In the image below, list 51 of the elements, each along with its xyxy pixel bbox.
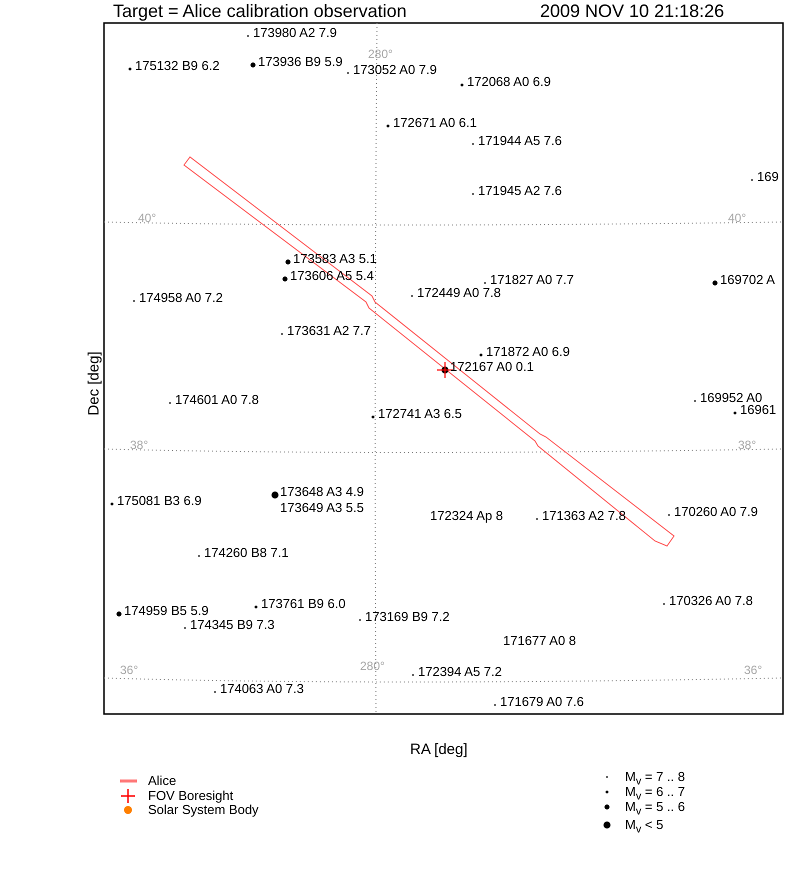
star-label: 171679 A0 7.6 [500, 694, 584, 709]
grid-label: 280° [360, 659, 385, 674]
legend-label: FOV Boresight [148, 788, 234, 803]
star-label: 172394 A5 7.2 [418, 664, 502, 679]
legend-label: Solar System Body [148, 802, 259, 817]
star-label: 174601 A0 7.8 [175, 392, 259, 407]
star-label: 173648 A3 4.9 [280, 484, 364, 499]
star-label: 169702 A [720, 272, 775, 287]
star-label: 174958 A0 7.2 [139, 290, 223, 305]
star-label: 173649 A3 5.5 [280, 500, 364, 515]
grid-label: 38° [738, 438, 756, 453]
star-label: 171677 A0 8 [503, 633, 576, 648]
star-label: 174959 B5 5.9 [124, 603, 209, 618]
star-label: 172671 A0 6.1 [393, 115, 477, 130]
timestamp: 2009 NOV 10 21:18:26 [540, 4, 724, 19]
axis-title: RA [deg] [410, 742, 468, 757]
star-label: 169 [757, 169, 779, 184]
grid-label: 36° [744, 663, 762, 678]
grid-label: 38° [130, 438, 148, 453]
star-label: 174345 B9 7.3 [190, 617, 275, 632]
star-label: 170326 A0 7.8 [669, 593, 753, 608]
star-label: 171827 A0 7.7 [490, 272, 574, 287]
grid-label: 40° [728, 211, 746, 226]
star-label: 174260 B8 7.1 [204, 545, 289, 560]
star-label: 175081 B3 6.9 [117, 493, 202, 508]
star-label: 174063 A0 7.3 [220, 681, 304, 696]
grid-label: 36° [120, 663, 138, 678]
star-label: 169952 A0 [700, 390, 762, 405]
star-label: 173761 B9 6.0 [261, 596, 346, 611]
axis-title: Dec [deg] [86, 351, 102, 416]
star-label: 173936 B9 5.9 [258, 54, 343, 69]
star-label: 173980 A2 7.9 [253, 25, 337, 40]
star-label: 175132 B9 6.2 [135, 58, 220, 73]
star-label: 171944 A5 7.6 [478, 133, 562, 148]
chart-title: Target = Alice calibration observation [113, 4, 407, 19]
star-label: 172741 A3 6.5 [378, 406, 462, 421]
star-label: 172324 Ap 8 [430, 508, 504, 523]
star-label: 172068 A0 6.9 [467, 74, 551, 89]
star-label: 173052 A0 7.9 [353, 62, 437, 77]
legend-label: M$_{v}$ < 5 [625, 817, 664, 838]
star-label: 170260 A0 7.9 [674, 504, 758, 519]
legend-label: Alice [148, 773, 176, 788]
star-label: 171872 A0 6.9 [486, 344, 570, 359]
star-label: 171363 A2 7.8 [542, 508, 626, 523]
grid-label: 40° [138, 211, 156, 226]
grid-label: 280° [368, 47, 393, 62]
star-label: 172449 A0 7.8 [417, 285, 501, 300]
star-label: 173169 B9 7.2 [365, 609, 450, 624]
star-label: 16961 [740, 402, 776, 417]
star-label: 173631 A2 7.7 [287, 323, 371, 338]
star-label: 171945 A2 7.6 [478, 183, 562, 198]
